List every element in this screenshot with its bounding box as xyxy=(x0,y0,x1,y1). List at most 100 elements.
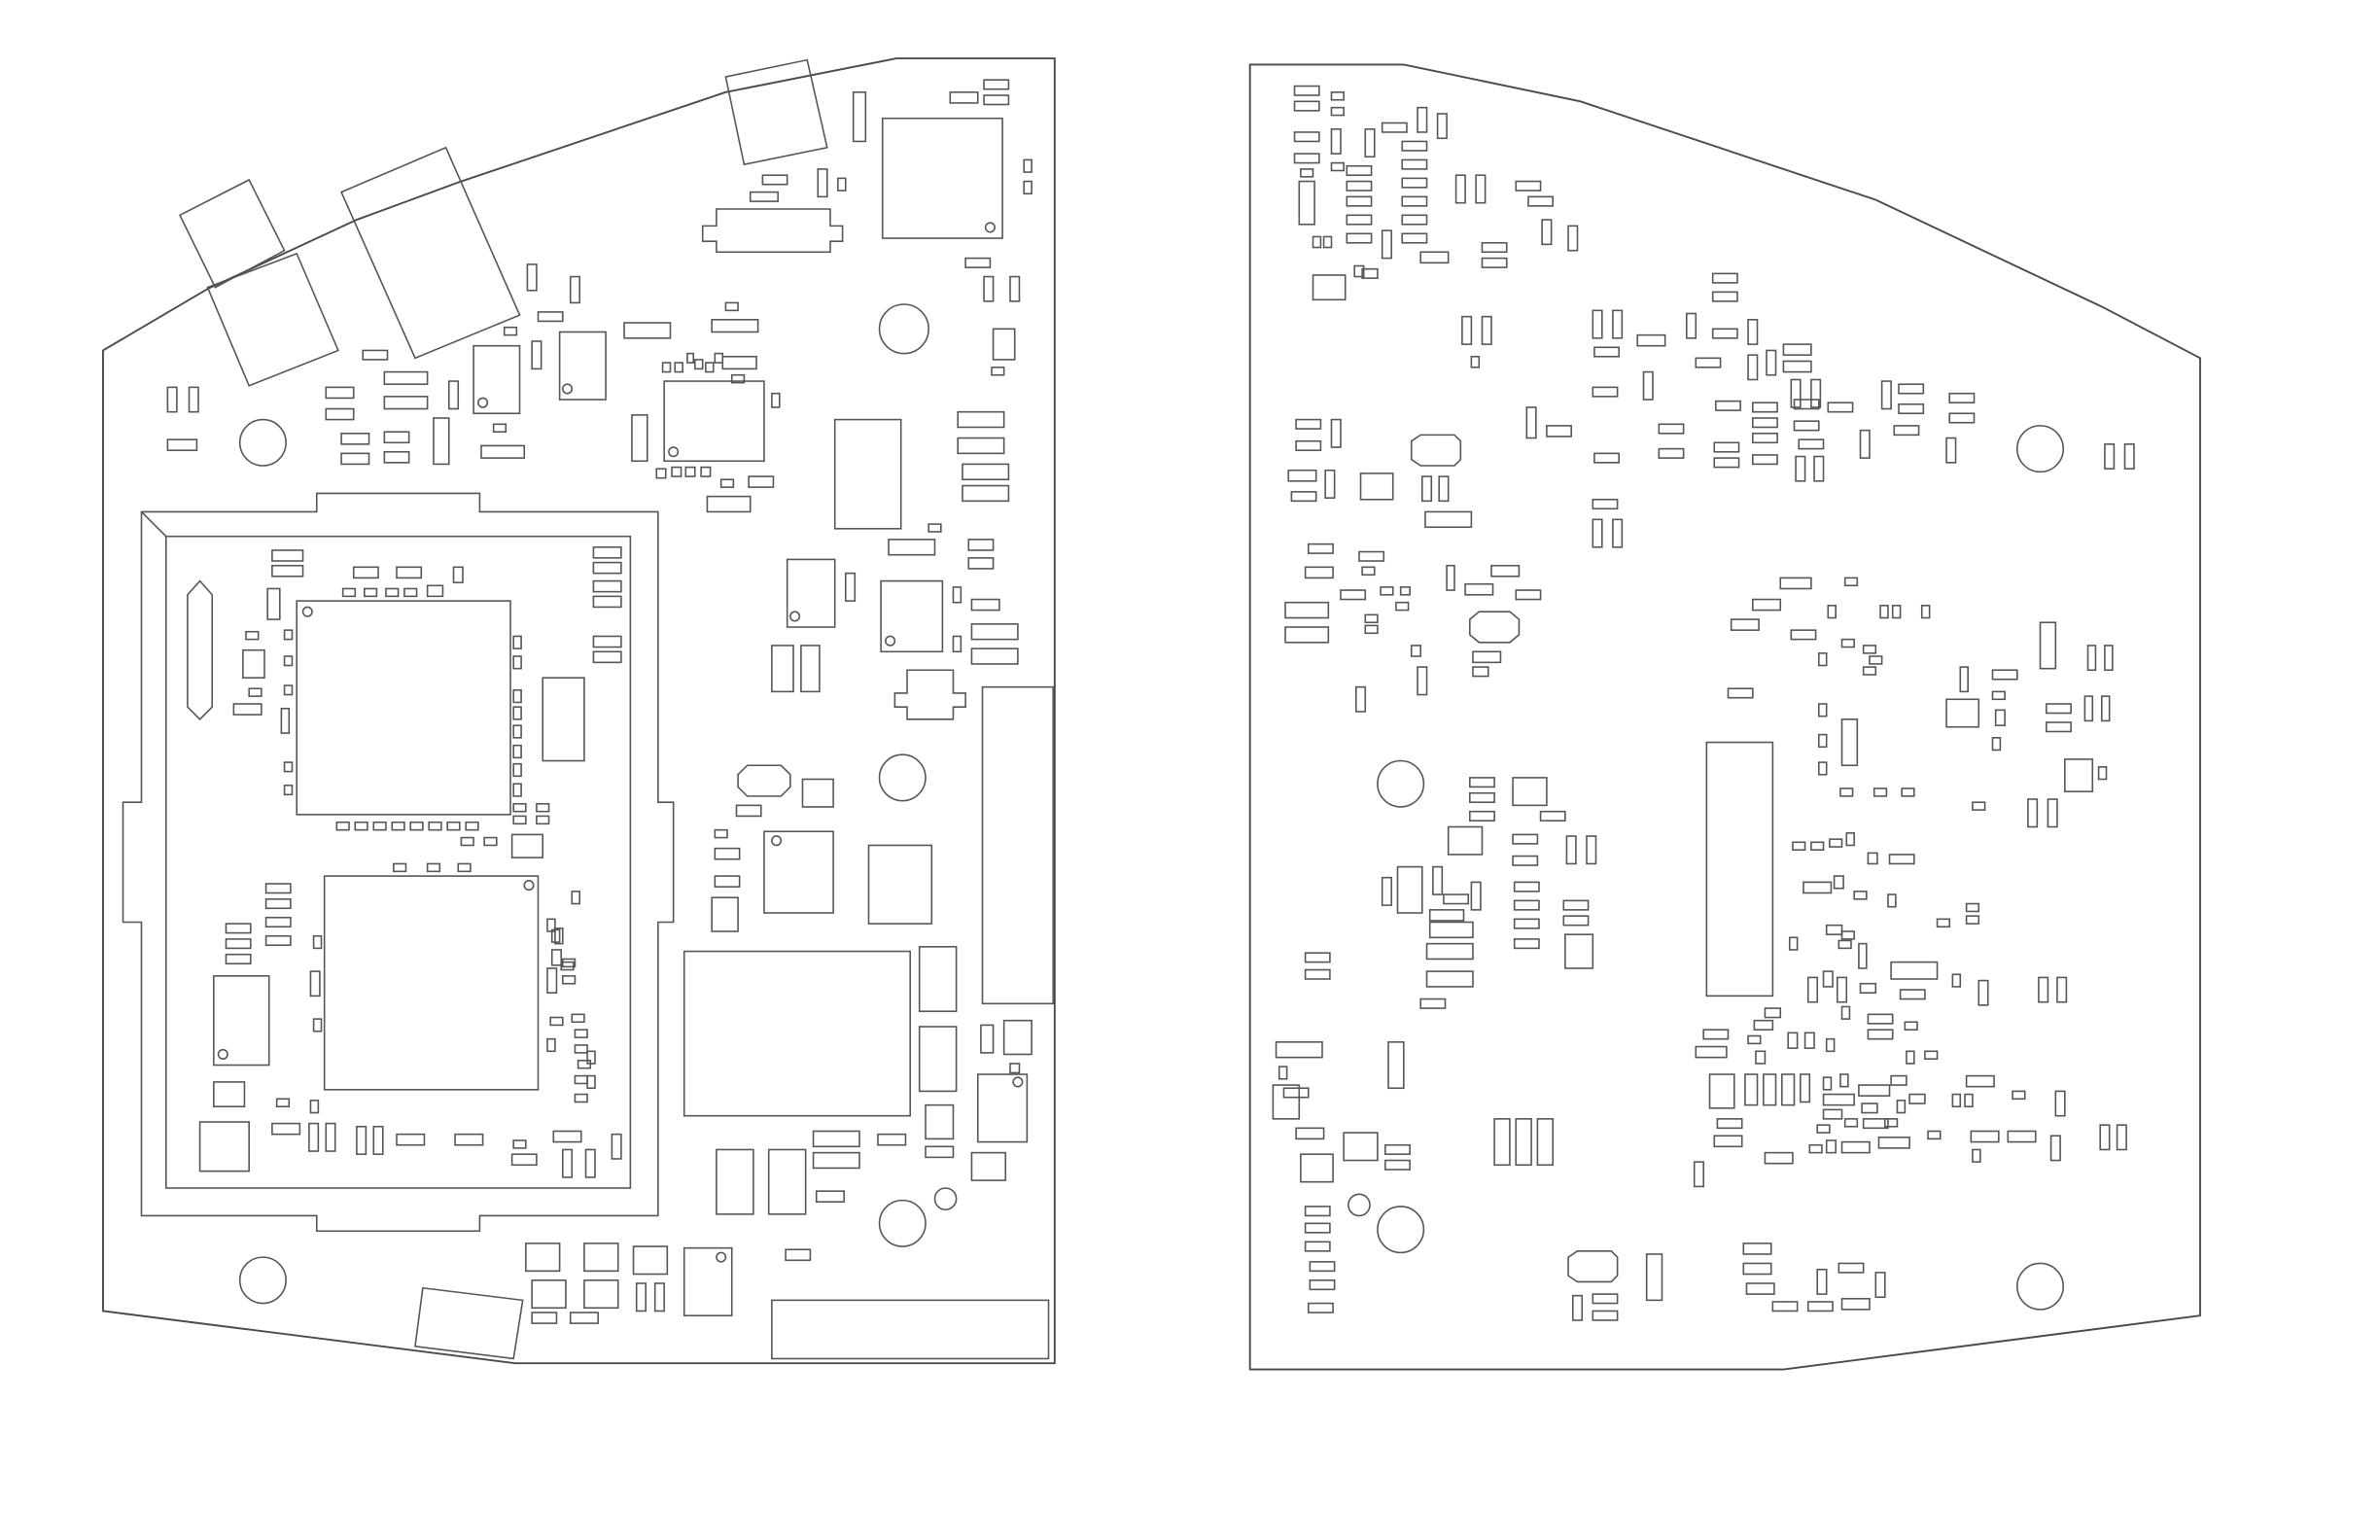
smd-component xyxy=(1024,182,1032,194)
smd-component xyxy=(1644,372,1653,400)
smd-component xyxy=(1331,108,1344,116)
smd-component xyxy=(1743,1243,1770,1254)
smd-component xyxy=(1563,916,1588,925)
smd-component xyxy=(272,550,303,561)
smd-component xyxy=(1891,1076,1907,1085)
smd-component xyxy=(1592,519,1601,546)
smd-component xyxy=(512,1154,537,1165)
smd-component xyxy=(1870,656,1882,664)
smd-component xyxy=(1782,1074,1795,1105)
smd-component xyxy=(466,822,478,830)
connector-header xyxy=(772,1300,1049,1358)
connector-top-left-b xyxy=(207,254,337,386)
ic-component xyxy=(684,1248,732,1316)
smd-component xyxy=(1402,233,1426,242)
smd-component xyxy=(513,746,521,758)
smd-component xyxy=(656,469,665,477)
smd-component xyxy=(1860,431,1869,458)
smd-component xyxy=(675,363,682,371)
mounting-hole xyxy=(1378,1207,1423,1252)
ic-component xyxy=(1301,1154,1333,1181)
smd-component xyxy=(1331,163,1344,171)
smd-component xyxy=(1716,402,1740,410)
smd-component xyxy=(1331,420,1340,447)
smd-component xyxy=(984,95,1008,104)
smd-component xyxy=(1004,1021,1032,1055)
smd-component xyxy=(285,786,293,794)
pin1-marker xyxy=(986,223,995,231)
smd-component xyxy=(326,1124,334,1151)
smd-component xyxy=(1324,236,1332,247)
smd-component xyxy=(494,424,507,432)
smd-component xyxy=(532,341,541,368)
smd-component xyxy=(1385,1145,1410,1154)
smd-component xyxy=(1291,492,1315,501)
smd-component xyxy=(1356,687,1365,712)
ic-component xyxy=(978,1074,1028,1142)
smd-component xyxy=(968,540,993,550)
smd-component xyxy=(584,1243,618,1271)
smd-component xyxy=(1925,1051,1938,1059)
smd-component xyxy=(1695,1162,1703,1186)
mounting-hole xyxy=(240,1257,286,1303)
smd-component xyxy=(2088,646,2096,670)
smd-component xyxy=(1482,243,1506,252)
smd-component xyxy=(2105,646,2113,670)
smd-component xyxy=(1381,587,1393,595)
crystal xyxy=(1568,1251,1618,1282)
smd-component xyxy=(571,1312,598,1323)
smd-component xyxy=(285,762,293,771)
smd-component xyxy=(624,323,670,338)
smd-component xyxy=(958,438,1003,454)
smd-component xyxy=(1824,1077,1832,1090)
smd-component xyxy=(1899,384,1923,393)
smd-component xyxy=(537,804,549,812)
smd-component xyxy=(1842,931,1855,939)
smd-component xyxy=(354,567,378,578)
smd-component xyxy=(971,1153,1005,1180)
pin1-marker xyxy=(563,384,572,393)
smd-component xyxy=(1482,259,1506,267)
smd-component xyxy=(190,387,198,411)
smd-component xyxy=(1471,882,1480,909)
smd-component xyxy=(285,656,293,665)
smd-component xyxy=(1277,1042,1322,1058)
smd-component xyxy=(1402,159,1426,168)
smd-component xyxy=(1824,1095,1855,1105)
ic-component xyxy=(664,381,764,461)
smd-component xyxy=(1842,1299,1870,1310)
smd-component xyxy=(1010,277,1019,301)
smd-component xyxy=(722,357,756,369)
smd-component xyxy=(386,588,399,596)
smd-component xyxy=(1516,182,1540,191)
smd-component xyxy=(1594,453,1619,462)
pin1-marker xyxy=(219,1050,228,1059)
smd-component xyxy=(655,1283,664,1311)
ic-component xyxy=(1706,743,1772,997)
smd-component xyxy=(1696,358,1720,367)
smd-component xyxy=(481,445,524,458)
smd-component xyxy=(1971,1131,1998,1141)
smd-component xyxy=(984,277,993,301)
smd-component xyxy=(971,600,998,611)
smd-component xyxy=(2105,444,2114,469)
smd-component xyxy=(1306,1223,1330,1232)
smd-component xyxy=(712,320,757,332)
smd-component xyxy=(1295,101,1319,110)
smd-component xyxy=(1427,971,1473,987)
smd-component xyxy=(272,566,303,577)
smd-component xyxy=(715,849,739,859)
smd-component xyxy=(266,918,291,927)
smd-component xyxy=(1341,590,1365,599)
smd-component xyxy=(1796,457,1804,481)
smd-component xyxy=(749,476,773,487)
ic-component xyxy=(1565,934,1592,968)
smd-component xyxy=(572,892,579,904)
smd-component xyxy=(277,1099,290,1106)
smd-component xyxy=(920,1027,957,1091)
smd-component xyxy=(357,1127,366,1154)
smd-component xyxy=(428,585,443,596)
smd-component xyxy=(1830,839,1842,847)
connector-header xyxy=(983,687,1054,1004)
smd-component xyxy=(1347,182,1371,191)
